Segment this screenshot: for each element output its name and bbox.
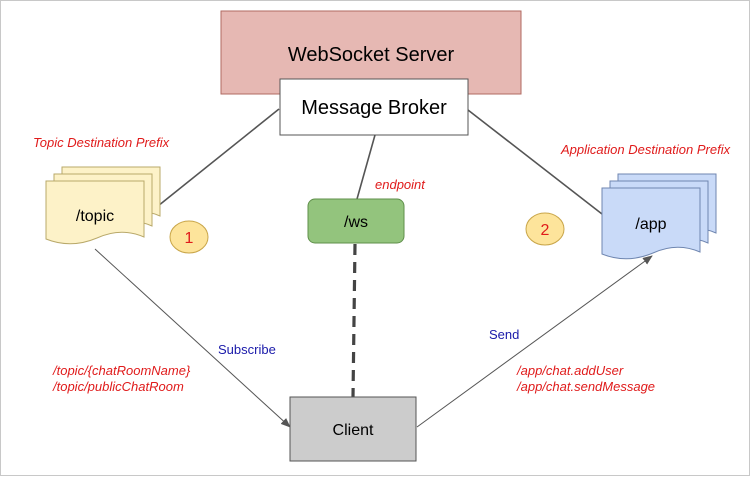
subscribe-path: /topic/publicChatRoom — [52, 379, 184, 394]
subscribe-arrow — [94, 248, 291, 428]
connector-ws-client — [351, 243, 357, 398]
ws-endpoint-caption: endpoint — [375, 177, 426, 192]
client-label: Client — [333, 422, 374, 439]
send-path: /app/chat.sendMessage — [516, 379, 655, 394]
subscribe-path: /topic/{chatRoomName} — [52, 363, 191, 378]
subscribe-label: Subscribe — [218, 342, 276, 357]
badge-two-label: 2 — [541, 222, 550, 239]
send-label: Send — [489, 327, 519, 342]
ws-endpoint-box — [307, 198, 405, 244]
connector-broker-ws — [356, 134, 376, 200]
badge-one-label: 1 — [185, 230, 194, 247]
message-broker-box — [279, 78, 469, 136]
connector-broker-topic — [157, 108, 280, 207]
app-document-stack — [601, 173, 717, 260]
connector-broker-app — [467, 109, 603, 215]
send-arrow — [416, 255, 653, 428]
app-label: /app — [635, 216, 666, 233]
badge-one — [169, 220, 209, 254]
topic-caption: Topic Destination Prefix — [33, 135, 170, 150]
app-caption: Application Destination Prefix — [560, 142, 731, 157]
badge-two — [525, 212, 565, 246]
websocket-server-label: WebSocket Server — [288, 44, 455, 66]
topic-label: /topic — [76, 208, 114, 225]
client-box — [289, 396, 417, 462]
ws-endpoint-label: /ws — [344, 214, 368, 231]
send-path: /app/chat.addUser — [516, 363, 624, 378]
topic-document-stack — [45, 166, 161, 245]
message-broker-label: Message Broker — [301, 97, 447, 119]
